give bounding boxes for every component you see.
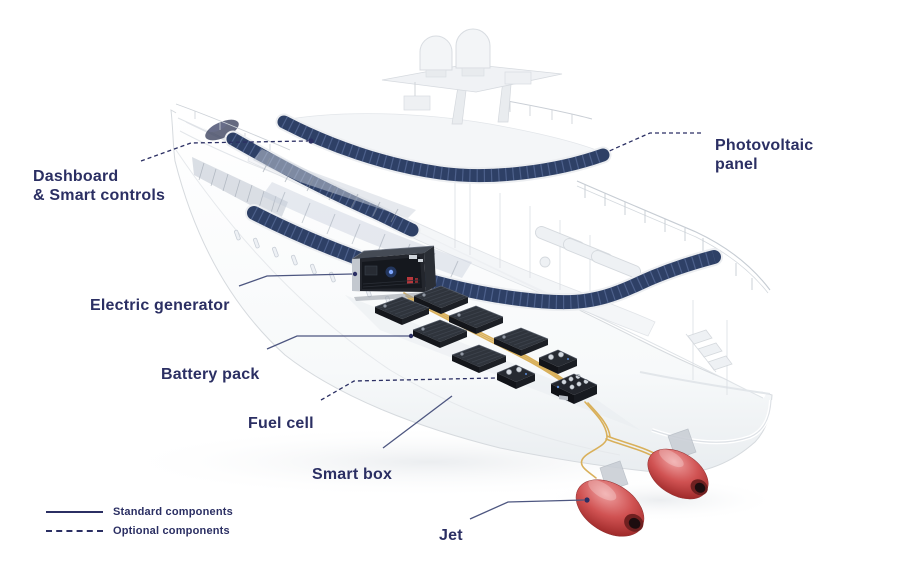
legend-item-standard: Standard components <box>46 506 233 518</box>
callout-dot <box>584 497 590 503</box>
legend-standard-label: Standard components <box>113 506 233 518</box>
callout-generator <box>238 273 353 287</box>
label-jet-text: Jet <box>439 527 463 544</box>
legend-optional-label: Optional components <box>113 525 230 537</box>
electric-generator-3d <box>351 245 436 301</box>
label-dashboard: Dashboard & Smart controls <box>33 148 165 205</box>
legend-dashed-line-sample <box>46 530 103 532</box>
callout-dot <box>352 271 358 277</box>
callout-battery <box>266 335 409 350</box>
callout-jet <box>469 499 585 520</box>
legend-item-optional: Optional components <box>46 525 233 537</box>
label-photovoltaic-text: Photovoltaic panel <box>715 137 814 173</box>
solar-band-aftdeck <box>245 204 723 312</box>
callout-dashboard <box>140 140 309 162</box>
jet-right <box>647 428 709 500</box>
label-battery-text: Battery pack <box>161 366 260 383</box>
label-smart-box: Smart box <box>312 446 392 484</box>
callout-photovoltaic <box>606 132 701 153</box>
callout-fuel-cell <box>320 377 496 401</box>
label-fuel-cell: Fuel cell <box>248 395 314 433</box>
radar-domes <box>381 28 563 125</box>
label-photovoltaic: Photovoltaic panel <box>715 117 813 174</box>
callout-dot <box>408 333 414 339</box>
legend-solid-line-sample <box>46 511 103 513</box>
label-generator: Electric generator <box>90 277 230 315</box>
solar-band-flybridge <box>275 113 612 185</box>
callout-lines <box>140 132 701 520</box>
label-fuel-cell-text: Fuel cell <box>248 415 314 432</box>
label-jet: Jet <box>439 507 463 545</box>
label-generator-text: Electric generator <box>90 297 230 314</box>
label-dashboard-text: Dashboard & Smart controls <box>33 168 166 204</box>
callout-dot <box>308 138 314 144</box>
smart-box-3d <box>550 373 598 404</box>
label-smart-box-text: Smart box <box>312 466 393 483</box>
callout-smart-box <box>382 395 453 449</box>
label-battery: Battery pack <box>161 346 259 384</box>
legend: Standard components Optional components <box>46 506 233 537</box>
jet-left <box>575 460 645 537</box>
